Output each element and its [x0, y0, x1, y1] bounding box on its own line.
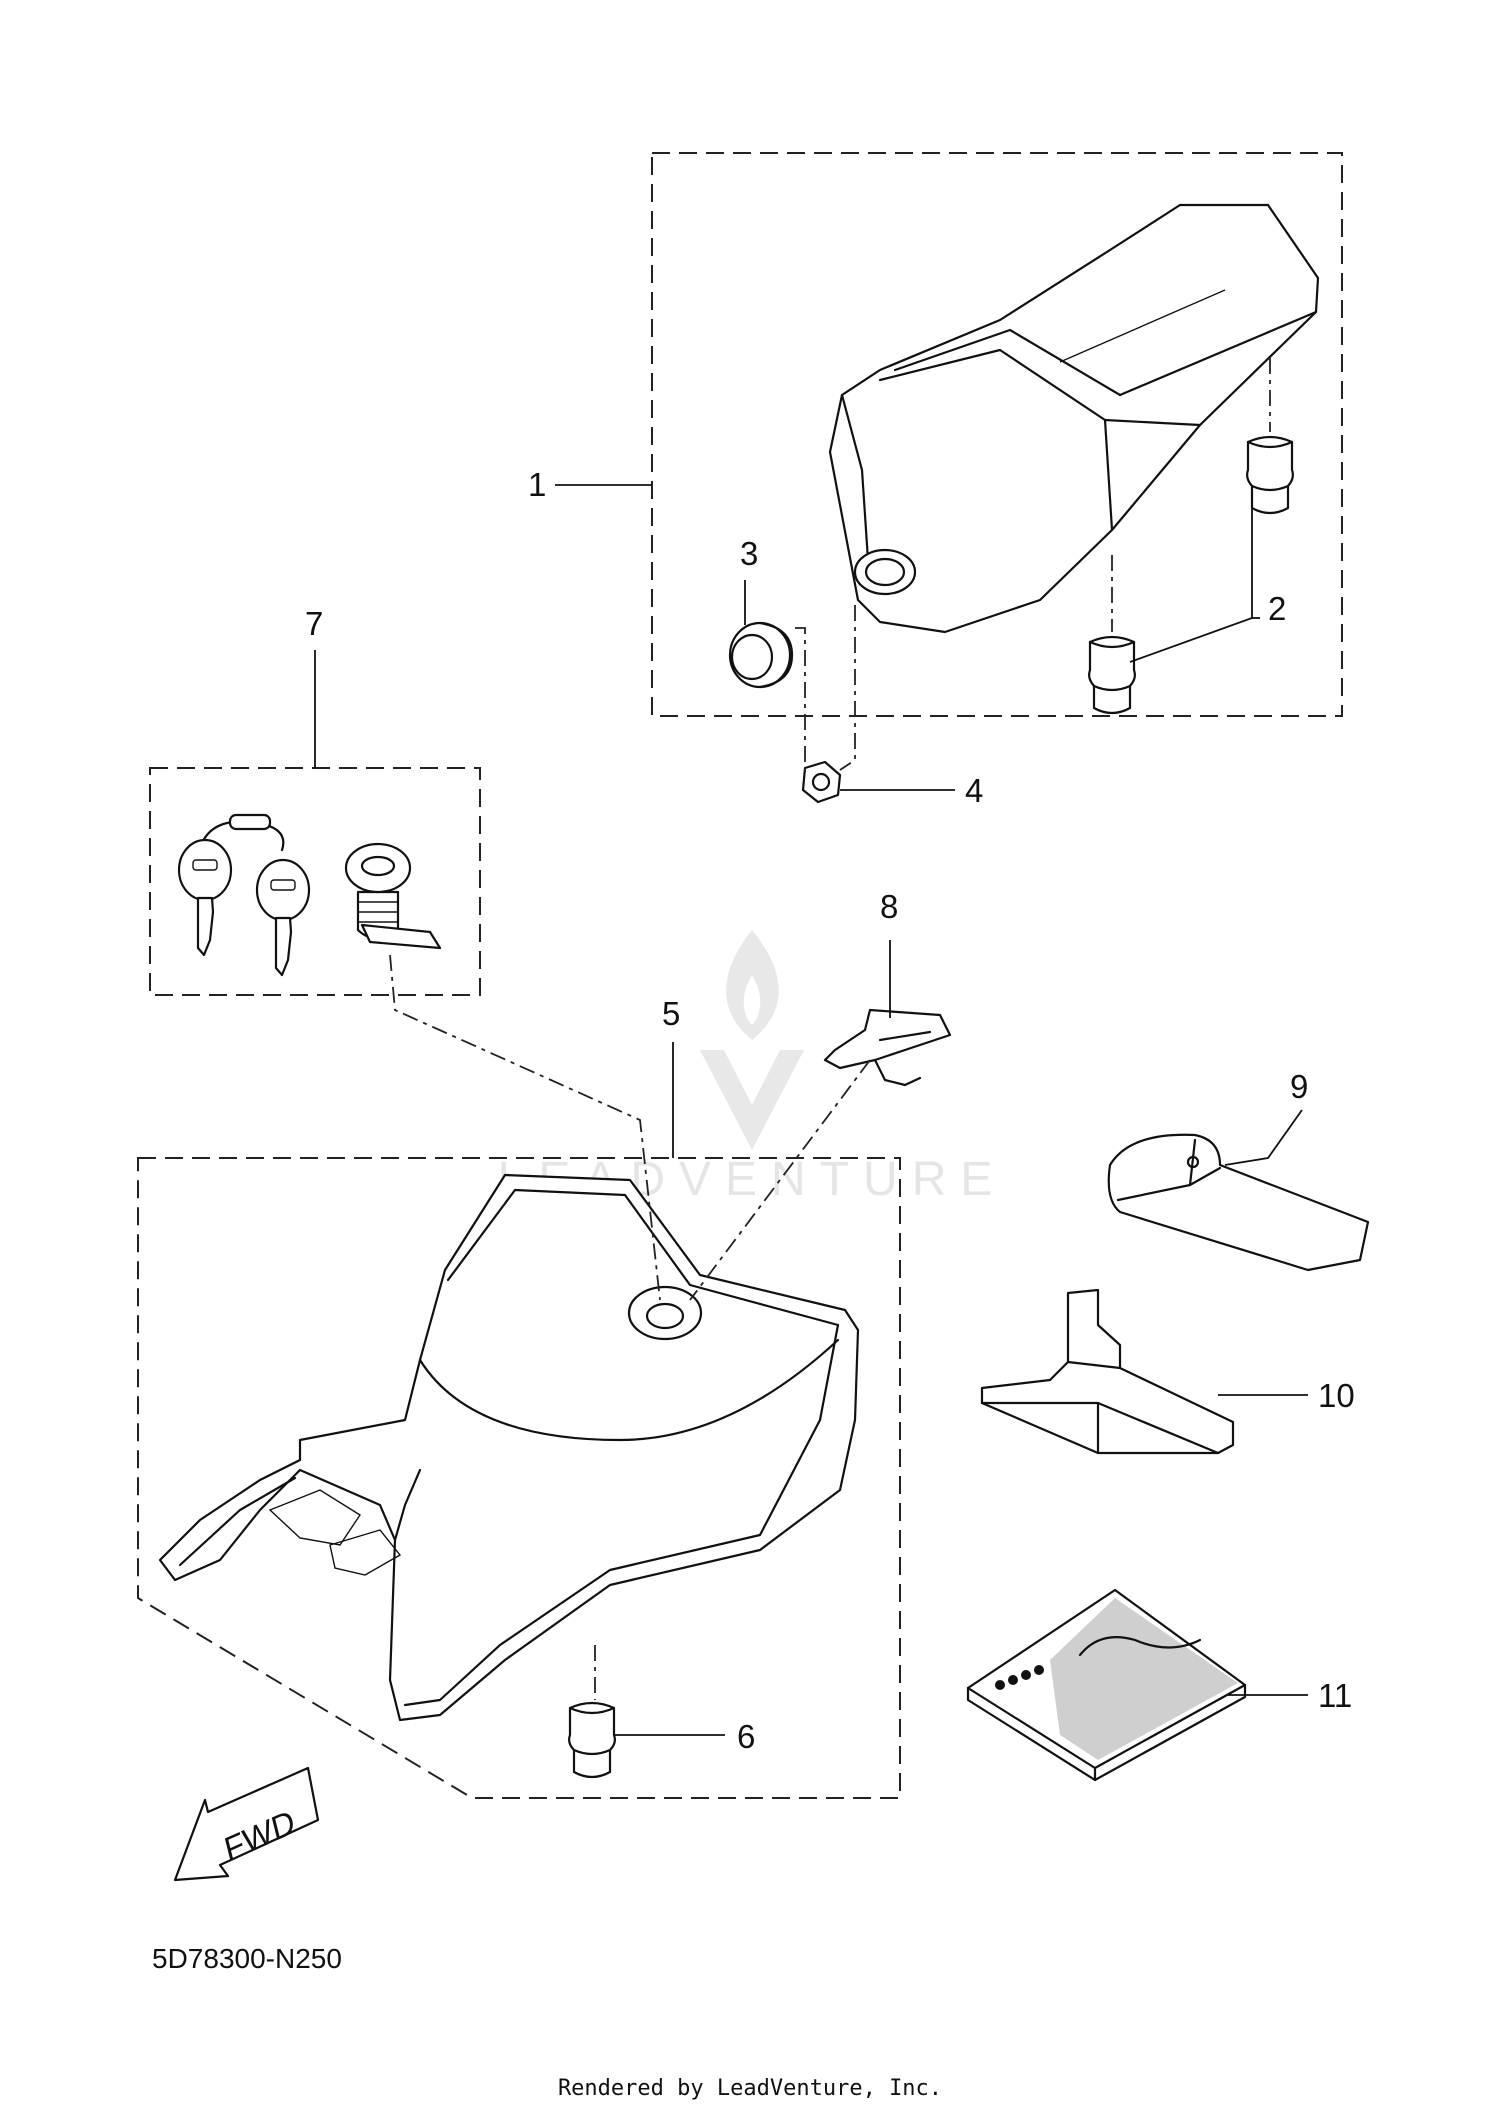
diagram-code: 5D78300-N250	[152, 1943, 342, 1974]
leadventure-watermark: LEADVENTURE	[498, 930, 992, 1206]
front-seat-part	[158, 1173, 860, 1722]
callout-4: 4	[965, 772, 983, 809]
rear-seat-part	[828, 203, 1320, 634]
grommet-part	[728, 621, 794, 689]
assembly-lines	[389, 358, 1271, 1700]
lock-cylinder-part	[344, 842, 442, 950]
key-set-part	[177, 813, 311, 977]
callout-7: 7	[305, 605, 323, 642]
damper-part-upper	[1246, 435, 1294, 515]
group-box-rear-seat	[651, 152, 1343, 717]
callout-10: 10	[1318, 1377, 1355, 1414]
callout-8: 8	[880, 888, 898, 925]
clip-part	[823, 1008, 952, 1087]
group-box-front-seat	[137, 1157, 901, 1799]
callout-2: 2	[1268, 590, 1286, 627]
front-damper-part	[568, 1701, 616, 1779]
callout-5: 5	[662, 995, 680, 1032]
callout-11: 11	[1318, 1677, 1352, 1714]
callout-3: 3	[740, 535, 758, 572]
callout-9: 9	[1290, 1068, 1308, 1105]
damper-part-lower	[1088, 635, 1136, 715]
callout-1: 1	[528, 466, 546, 503]
bracket-part	[980, 1288, 1235, 1455]
owners-manual-part	[966, 1588, 1247, 1782]
seat-cover-part	[1107, 1133, 1370, 1272]
nut-part	[801, 760, 842, 804]
leader-lines	[314, 484, 1308, 1736]
callout-6: 6	[737, 1718, 755, 1755]
footer-credit: Rendered by LeadVenture, Inc.	[558, 2076, 942, 2101]
forward-arrow: FWD	[173, 1766, 320, 1882]
